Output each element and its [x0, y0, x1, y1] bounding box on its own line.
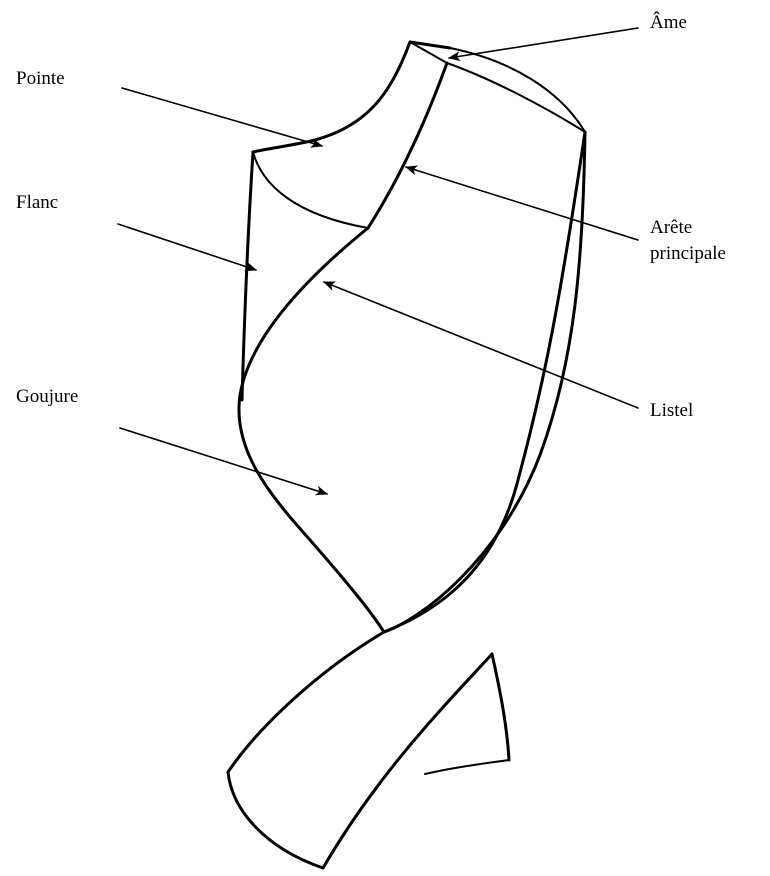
arrow-flanc [118, 224, 256, 270]
lower-fin-base [425, 760, 509, 774]
main-cutting-edge [368, 63, 447, 228]
top-edge-left [253, 42, 410, 152]
lower-foot [228, 772, 323, 868]
arrow-goujure [120, 428, 327, 494]
arrow-ame [449, 28, 638, 58]
arrow-listel [324, 282, 638, 408]
margin-helix [239, 228, 384, 632]
lower-band-edge [323, 654, 492, 868]
back-helix [228, 132, 585, 772]
arrow-arete-principale [406, 167, 638, 240]
lower-fin-outer [492, 654, 509, 760]
flank-curve [253, 152, 368, 228]
top-face-inner [447, 63, 585, 132]
leader-arrows [118, 28, 638, 494]
arrow-pointe [122, 88, 322, 146]
drill-bit-shape [228, 42, 585, 868]
